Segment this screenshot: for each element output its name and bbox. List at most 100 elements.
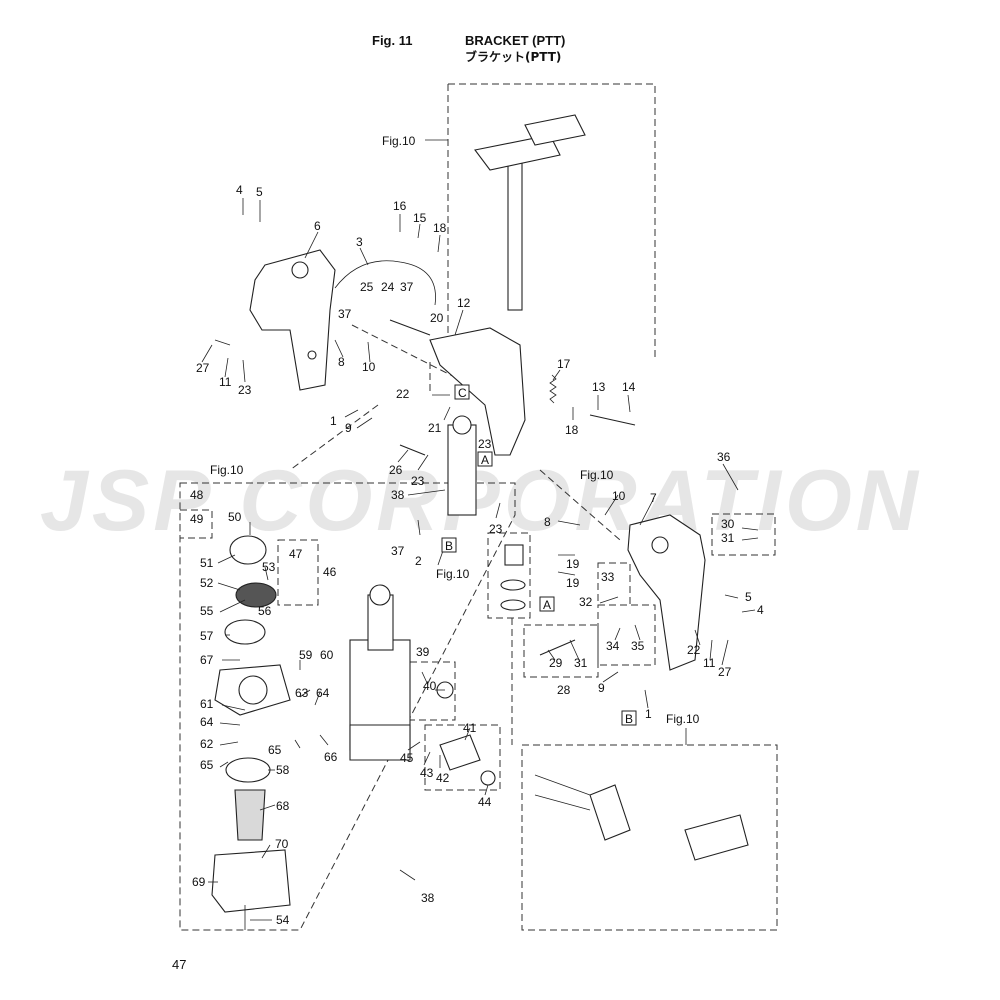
part-label-66: 66 bbox=[324, 750, 338, 764]
part-label-51: 51 bbox=[200, 556, 214, 570]
part-label-11: 11 bbox=[219, 375, 232, 389]
part-label-37b: 37 bbox=[338, 307, 352, 321]
part-label-21: 21 bbox=[428, 421, 442, 435]
part-label-13: 13 bbox=[592, 380, 606, 394]
part-label-62: 62 bbox=[200, 737, 214, 751]
part-label-26: 26 bbox=[389, 463, 403, 477]
part-label-9a: 9 bbox=[345, 421, 352, 435]
part-label-6: 6 bbox=[314, 219, 321, 233]
part-label-22a: 22 bbox=[396, 387, 410, 401]
part-label-23c: 23 bbox=[411, 474, 425, 488]
page-number: 47 bbox=[172, 957, 187, 972]
part-label-23b: 23 bbox=[478, 437, 492, 451]
page-title-japanese: ブラケット(PTT) bbox=[465, 50, 562, 64]
motor-yoke bbox=[211, 849, 291, 913]
part-label-4b: 4 bbox=[757, 603, 764, 617]
fig10-lower-box bbox=[521, 744, 778, 931]
part-label-1b: 1 bbox=[645, 707, 652, 721]
part-label-34: 34 bbox=[606, 639, 620, 653]
part-label-46: 46 bbox=[323, 565, 337, 579]
part-label-1a: 1 bbox=[330, 414, 337, 428]
ref-fig10-lower: Fig.10 bbox=[666, 712, 700, 726]
part-label-38a: 38 bbox=[391, 488, 405, 502]
part-label-53: 53 bbox=[262, 560, 276, 574]
part-label-37a: 37 bbox=[400, 280, 414, 294]
part-label-52: 52 bbox=[200, 576, 214, 590]
part-label-10b: 10 bbox=[612, 489, 626, 503]
fig10-upper-box bbox=[448, 83, 656, 360]
part-label-18b: 18 bbox=[565, 423, 579, 437]
connector-label-a-lower: A bbox=[539, 596, 555, 612]
part-label-31b: 31 bbox=[574, 656, 588, 670]
part-label-3: 3 bbox=[356, 235, 363, 249]
part-label-40: 40 bbox=[423, 679, 437, 693]
swivel-bracket bbox=[429, 327, 526, 456]
part-label-42: 42 bbox=[436, 771, 450, 785]
part-label-47: 47 bbox=[289, 547, 303, 561]
part-label-35: 35 bbox=[631, 639, 645, 653]
part-label-64b: 64 bbox=[200, 715, 214, 729]
watermark-text: JSP CORPORATION bbox=[40, 453, 922, 549]
ref-fig10-washers: Fig.10 bbox=[436, 567, 470, 581]
connector-label-a-upper: A bbox=[477, 451, 493, 467]
part-label-39: 39 bbox=[416, 645, 430, 659]
svg-text:B: B bbox=[625, 712, 633, 726]
part-label-19b: 19 bbox=[566, 576, 580, 590]
part-illustrations bbox=[211, 114, 749, 930]
part-label-14: 14 bbox=[622, 380, 636, 394]
figure-number: Fig. 11 bbox=[372, 33, 413, 48]
o-ring-58 bbox=[225, 757, 271, 783]
part-label-56: 56 bbox=[258, 604, 272, 618]
part-label-31a: 31 bbox=[721, 531, 735, 545]
part-label-48: 48 bbox=[190, 488, 204, 502]
part-label-30: 30 bbox=[721, 517, 735, 531]
part-label-10: 10 bbox=[362, 360, 376, 374]
part-label-19a: 19 bbox=[566, 557, 580, 571]
part-label-60: 60 bbox=[320, 648, 334, 662]
part-label-29: 29 bbox=[549, 656, 563, 670]
ref-fig10-upper: Fig.10 bbox=[382, 134, 416, 148]
part-label-2: 2 bbox=[415, 554, 422, 568]
part-label-20: 20 bbox=[430, 311, 444, 325]
part-label-57: 57 bbox=[200, 629, 214, 643]
part-label-27: 27 bbox=[196, 361, 210, 375]
part-label-49: 49 bbox=[190, 512, 204, 526]
steering-shaft bbox=[507, 159, 523, 311]
part-label-5: 5 bbox=[256, 185, 263, 199]
part-label-67: 67 bbox=[200, 653, 214, 667]
part-label-64a: 64 bbox=[316, 686, 330, 700]
part-label-58: 58 bbox=[276, 763, 290, 777]
part-label-54: 54 bbox=[276, 913, 290, 927]
right-bracket bbox=[627, 514, 706, 671]
part-label-16: 16 bbox=[393, 199, 407, 213]
part-label-45: 45 bbox=[400, 751, 414, 765]
armature bbox=[234, 789, 266, 841]
motor-cap bbox=[229, 535, 267, 565]
part-label-24: 24 bbox=[381, 280, 395, 294]
part-label-68: 68 bbox=[276, 799, 290, 813]
part-label-15: 15 bbox=[413, 211, 427, 225]
part-label-23a: 23 bbox=[238, 383, 252, 397]
part-label-41: 41 bbox=[463, 721, 477, 735]
svg-text:B: B bbox=[445, 539, 453, 553]
connector-label-b-upper: B bbox=[441, 537, 457, 553]
part-label-50: 50 bbox=[228, 510, 242, 524]
part-label-44: 44 bbox=[478, 795, 492, 809]
part-label-43: 43 bbox=[420, 766, 434, 780]
leader-lines bbox=[201, 139, 759, 921]
svg-text:A: A bbox=[481, 453, 489, 467]
ref-fig10-left: Fig.10 bbox=[210, 463, 244, 477]
part-label-7: 7 bbox=[650, 491, 657, 505]
part-label-63: 63 bbox=[295, 686, 309, 700]
part-label-33: 33 bbox=[601, 570, 615, 584]
connector-label-b-lower: B bbox=[621, 710, 637, 726]
trim-cylinder bbox=[447, 424, 477, 516]
part-label-18: 18 bbox=[433, 221, 447, 235]
part-label-8: 8 bbox=[338, 355, 345, 369]
ref-fig10-right: Fig.10 bbox=[580, 468, 614, 482]
part-label-36: 36 bbox=[717, 450, 731, 464]
part-label-61: 61 bbox=[200, 697, 214, 711]
part-label-37c: 37 bbox=[391, 544, 405, 558]
part-label-12: 12 bbox=[457, 296, 471, 310]
